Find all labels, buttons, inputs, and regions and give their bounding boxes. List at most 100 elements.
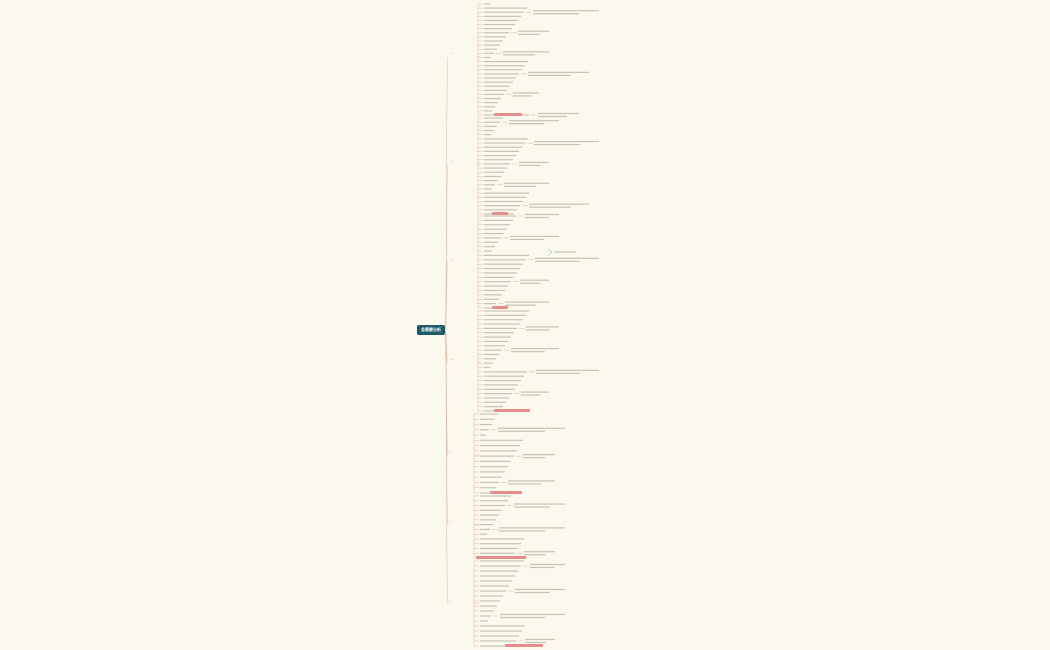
leaf-text [480, 528, 490, 530]
leaf-text [484, 65, 525, 67]
leaf-text [511, 351, 545, 353]
leaf-text [519, 164, 540, 167]
leaf-text [484, 106, 495, 108]
branch-label-2[interactable]: ... [450, 159, 453, 163]
leaf-text [484, 15, 521, 17]
root-node[interactable]: 总需要分析 [417, 325, 445, 335]
highlight-tag[interactable] [494, 409, 530, 412]
leaf-text [484, 228, 507, 230]
leaf-text [484, 332, 514, 334]
leaf-text [484, 219, 513, 221]
leaf-text [503, 54, 536, 56]
leaf-text [498, 430, 545, 432]
leaf-text [484, 375, 524, 377]
leaf-text [484, 272, 517, 274]
leaf-text [554, 251, 576, 253]
leaf-text [504, 182, 549, 184]
leaf-text [480, 418, 495, 420]
leaf-text [480, 560, 524, 562]
highlight-tag[interactable] [492, 212, 508, 215]
leaf-text [480, 580, 512, 582]
leaf-text [518, 33, 540, 35]
leaf-text [520, 282, 541, 284]
highlight-tag[interactable] [505, 644, 543, 647]
leaf-text [521, 391, 549, 393]
leaf-text [480, 495, 511, 497]
leaf-text [484, 323, 520, 325]
leaf-text [534, 143, 580, 146]
leaf-text [480, 429, 489, 431]
leaf-text [480, 413, 498, 415]
leaf-text [484, 81, 513, 83]
leaf-text [538, 115, 567, 118]
leaf-text [480, 476, 502, 478]
leaf-text [484, 52, 494, 54]
leaf-text [500, 616, 546, 619]
leaf-text [484, 19, 518, 22]
leaf-text [480, 620, 488, 622]
leaf-text [535, 260, 580, 262]
highlight-tag[interactable] [492, 306, 508, 309]
leaf-text [484, 393, 512, 395]
highlight-tag[interactable] [490, 491, 522, 494]
leaf-text [480, 434, 486, 436]
leaf-text [480, 605, 497, 607]
branch-label-1[interactable]: ... [450, 51, 453, 55]
leaf-text [480, 640, 516, 642]
leaf-text [499, 527, 565, 529]
leaf-text [499, 530, 546, 532]
branch-label-5[interactable]: ... [449, 449, 452, 453]
leaf-text [513, 92, 539, 94]
leaf-text [484, 401, 506, 403]
leaf-text [484, 77, 516, 79]
leaf-text [480, 500, 508, 502]
leaf-text [484, 410, 500, 412]
leaf-text [480, 575, 515, 577]
leaf-text [480, 519, 496, 521]
leaf-text [484, 397, 509, 399]
leaf-text [480, 514, 499, 516]
leaf-text [480, 590, 506, 592]
leaf-text [515, 591, 550, 594]
leaf-text [530, 566, 555, 569]
highlight-tag[interactable] [476, 556, 526, 559]
leaf-text [484, 237, 501, 239]
leaf-text [484, 362, 493, 364]
leaf-text [484, 294, 502, 296]
leaf-text [484, 163, 510, 165]
branch-connector [444, 261, 449, 331]
leaf-text [514, 503, 565, 505]
leaf-text [505, 301, 549, 303]
leaf-text [484, 379, 521, 382]
leaf-text [484, 250, 492, 252]
branch-label-7[interactable]: ... [449, 599, 452, 603]
leaf-text [529, 206, 571, 208]
leaf-text [484, 384, 518, 386]
leaf-text [484, 224, 510, 226]
leaf-text [484, 60, 528, 63]
highlight-tag[interactable] [494, 113, 522, 116]
leaf-text [484, 310, 529, 312]
leaf-text [521, 394, 541, 396]
leaf-text [536, 372, 581, 374]
leaf-text [484, 192, 529, 194]
leaf-text [484, 188, 492, 190]
leaf-text [484, 171, 504, 173]
leaf-text [480, 471, 505, 473]
leaf-text [484, 340, 508, 343]
leaf-text [528, 74, 571, 76]
leaf-text [523, 457, 546, 459]
leaf-text [484, 44, 500, 46]
leaf-text [484, 349, 502, 351]
leaf-text [484, 56, 491, 59]
leaf-text [526, 329, 550, 331]
branch-label-6[interactable]: ... [449, 519, 452, 523]
branch-label-3[interactable]: ... [450, 257, 453, 261]
branch-connector [444, 164, 449, 331]
leaf-text [484, 85, 510, 87]
leaf-text [484, 180, 498, 182]
leaf-text [484, 366, 490, 369]
branch-label-4[interactable]: ... [450, 357, 453, 361]
leaf-text [484, 388, 515, 390]
